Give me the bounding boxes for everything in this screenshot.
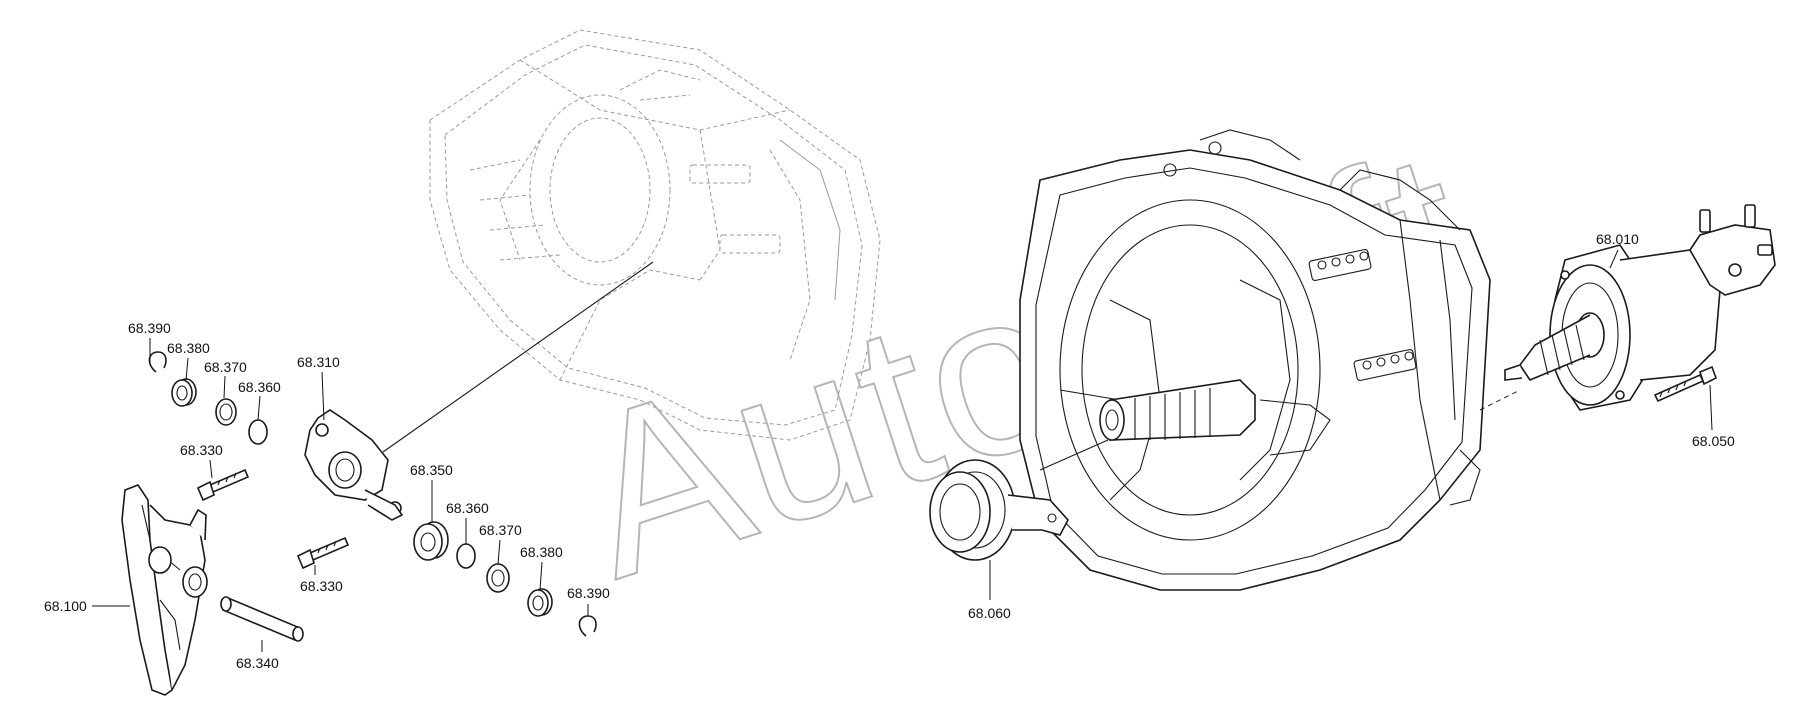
part-labels: 68.390 68.380 68.370 68.360 68.310 68.33… bbox=[44, 231, 1735, 671]
label-68-360-top: 68.360 bbox=[238, 379, 281, 395]
washer-lower bbox=[486, 563, 510, 593]
label-68-370-lower: 68.370 bbox=[479, 522, 522, 538]
label-68-100: 68.100 bbox=[44, 598, 87, 614]
bearing-350 bbox=[413, 521, 449, 561]
bolt-lower bbox=[296, 536, 350, 570]
bearing-guide-line bbox=[1039, 439, 1109, 471]
label-68-310: 68.310 bbox=[297, 354, 340, 370]
assembly-guide-line bbox=[382, 261, 654, 453]
gearbox-housing bbox=[1019, 129, 1491, 591]
slave-cylinder bbox=[1504, 204, 1776, 411]
label-68-340: 68.340 bbox=[236, 655, 279, 671]
cylinder-bolt bbox=[1653, 365, 1717, 403]
release-fork bbox=[121, 484, 208, 696]
bolt-top bbox=[196, 468, 250, 502]
label-68-390-lower: 68.390 bbox=[567, 585, 610, 601]
release-bearing bbox=[929, 459, 1069, 561]
label-68-390-top: 68.390 bbox=[128, 320, 171, 336]
label-68-050: 68.050 bbox=[1692, 433, 1735, 449]
label-68-380-lower: 68.380 bbox=[520, 544, 563, 560]
label-68-350: 68.350 bbox=[410, 462, 453, 478]
snap-ring-lower bbox=[578, 615, 597, 637]
label-68-330-lower: 68.330 bbox=[300, 578, 343, 594]
label-68-380-top: 68.380 bbox=[167, 340, 210, 356]
label-68-330-top: 68.330 bbox=[180, 442, 223, 458]
cylinder-guide-line bbox=[1479, 389, 1521, 411]
ghost-housing bbox=[429, 29, 881, 441]
pivot-pin bbox=[220, 596, 304, 642]
yoke-bracket bbox=[304, 409, 404, 521]
bushing-top bbox=[171, 378, 197, 407]
leader-lines bbox=[92, 249, 1713, 652]
snap-ring-top bbox=[148, 351, 167, 373]
bushing-lower bbox=[527, 588, 553, 617]
ring-top bbox=[248, 419, 268, 445]
label-68-370-top: 68.370 bbox=[204, 359, 247, 375]
label-68-360-lower: 68.360 bbox=[446, 500, 489, 516]
label-68-060: 68.060 bbox=[968, 605, 1011, 621]
ring-lower bbox=[456, 543, 476, 569]
washer-top bbox=[215, 398, 237, 426]
label-68-010: 68.010 bbox=[1596, 231, 1639, 247]
